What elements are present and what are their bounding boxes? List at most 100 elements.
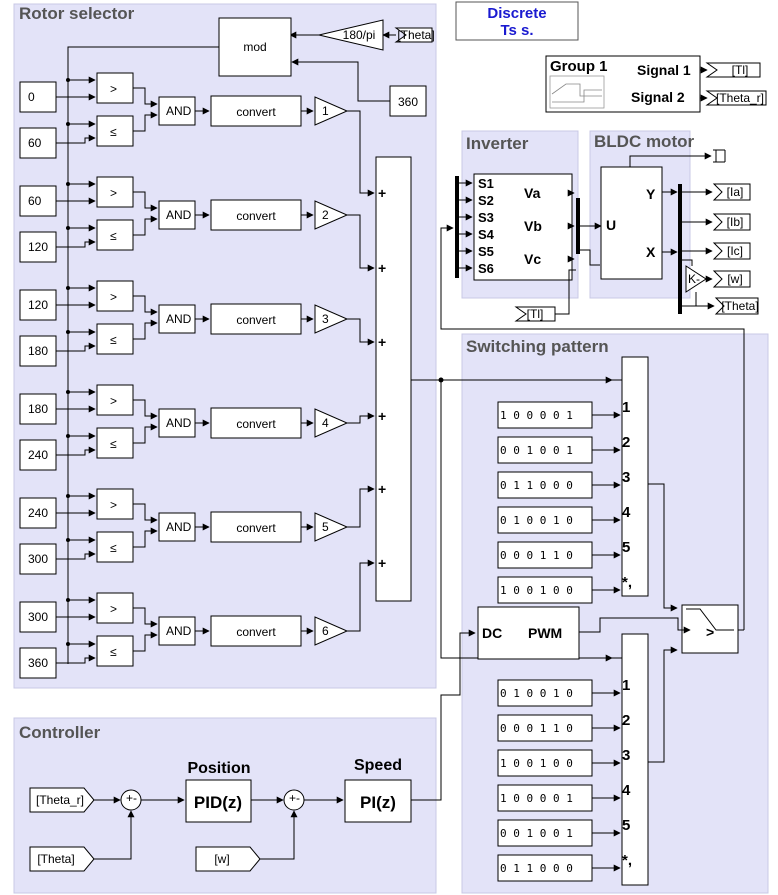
from-theta[interactable] [29,846,95,872]
sector-gain[interactable] [314,616,349,646]
bldc-motor-block[interactable] [600,166,663,280]
const-lower-bound[interactable] [19,289,57,321]
switching-vector-constant[interactable] [497,541,593,569]
and-gate[interactable] [158,304,196,334]
convert-block[interactable] [210,615,302,647]
from-theta-label: [Theta] [37,852,74,866]
compare-less-equal[interactable] [96,323,134,355]
goto-theta-r-label: [Theta_r] [716,91,764,105]
and-gate[interactable] [158,408,196,438]
goto-motor-signal[interactable] [712,242,751,260]
from-theta-top[interactable] [394,27,433,43]
sum-plus-sign: + [378,481,386,497]
pid-controller-block[interactable] [185,779,252,823]
convert-block[interactable] [210,407,302,439]
and-gate-label: AND [166,312,192,326]
pi-controller-block[interactable] [344,779,412,823]
multiport-switch-b[interactable] [621,633,649,886]
compare-less-equal[interactable] [96,219,134,251]
switch-port-label: *, [622,574,632,591]
const-upper-bound[interactable] [19,231,57,263]
and-gate[interactable] [158,512,196,542]
pwm-generator-block[interactable] [477,606,580,660]
switching-vector-value: 1 0 0 1 0 0 [500,757,573,770]
switching-vector-constant[interactable] [497,506,593,534]
inverter-output-port: Vc [524,251,541,267]
switch-port-label: 3 [622,747,630,764]
const-lower-label: 180 [28,402,48,416]
compare-less-equal[interactable] [96,635,134,667]
goto-motor-signal[interactable] [712,270,751,288]
inverter-input-port: S4 [478,227,495,242]
compare-greater[interactable] [96,176,134,208]
ts-label: Ts s. [500,22,533,39]
switch-port-label: 4 [622,504,631,521]
convert-block[interactable] [210,511,302,543]
sector-gain[interactable] [314,408,349,438]
switch-port-label: 1 [622,399,630,416]
goto-motor-signal[interactable] [712,213,751,231]
goto-tl[interactable] [705,62,761,78]
sector-gain[interactable] [314,512,349,542]
multiport-switch-a[interactable] [621,356,649,597]
switching-vector-value: 0 0 1 0 0 1 [500,827,573,840]
const-lower-bound[interactable] [19,393,57,425]
const-upper-bound[interactable] [19,335,57,367]
signal-preview-icon [551,83,602,97]
sector-gain[interactable] [314,96,349,126]
compare-greater[interactable] [96,488,134,520]
switch-block[interactable] [681,604,739,654]
sector-gain[interactable] [314,200,349,230]
signal-builder-block[interactable]: Group 1 Signal 1 Signal 2 [545,55,701,113]
and-gate[interactable] [158,200,196,230]
switching-vector-constant[interactable] [497,436,593,464]
from-tl-inverter[interactable] [514,306,556,322]
compare-greater[interactable] [96,384,134,416]
sector-gain[interactable] [314,304,349,334]
const-lower-bound[interactable] [19,81,57,113]
compare-greater[interactable] [96,72,134,104]
and-gate-label: AND [166,104,192,118]
switching-vector-constant[interactable] [497,784,593,812]
sum-plus-sign: + [378,185,386,201]
switching-vector-constant[interactable] [497,471,593,499]
switching-vector-constant[interactable] [497,714,593,742]
goto-theta-r[interactable] [705,90,767,106]
const-360-mod[interactable] [389,85,427,117]
compare-greater-op: > [110,186,117,200]
from-w[interactable] [195,846,261,872]
sum-plus-sign: + [378,334,386,350]
from-theta-r[interactable] [29,787,95,813]
and-gate[interactable] [158,96,196,126]
position-title: Position [187,760,250,777]
const-upper-label: 240 [28,448,48,462]
switching-vector-constant[interactable] [497,679,593,707]
const-lower-bound[interactable] [19,497,57,529]
const-lower-bound[interactable] [19,601,57,633]
const-upper-bound[interactable] [19,647,57,679]
switching-vector-value: 0 1 0 0 1 0 [500,687,573,700]
switching-vector-constant[interactable] [497,819,593,847]
convert-block[interactable] [210,303,302,335]
convert-block[interactable] [210,199,302,231]
const-upper-bound[interactable] [19,439,57,471]
switch-port-label: 1 [622,677,630,694]
goto-motor-signal[interactable] [712,183,751,201]
const-lower-bound[interactable] [19,185,57,217]
mod-block[interactable] [218,17,292,77]
compare-less-equal-op: ≤ [110,645,117,659]
convert-label: convert [236,313,276,327]
powergui-discrete-block[interactable]: Discrete Ts s. [455,1,579,41]
sum-block[interactable] [375,156,412,602]
switching-vector-constant[interactable] [497,749,593,777]
goto-motor-signal[interactable] [714,297,759,315]
and-gate-label: AND [166,624,192,638]
compare-less-equal[interactable] [96,531,134,563]
gain-k[interactable] [685,265,707,293]
gain-180-over-pi[interactable] [318,19,384,51]
switch-port-label: *, [622,852,632,869]
compare-less-equal[interactable] [96,115,134,147]
switching-vector-constant[interactable] [497,854,593,882]
